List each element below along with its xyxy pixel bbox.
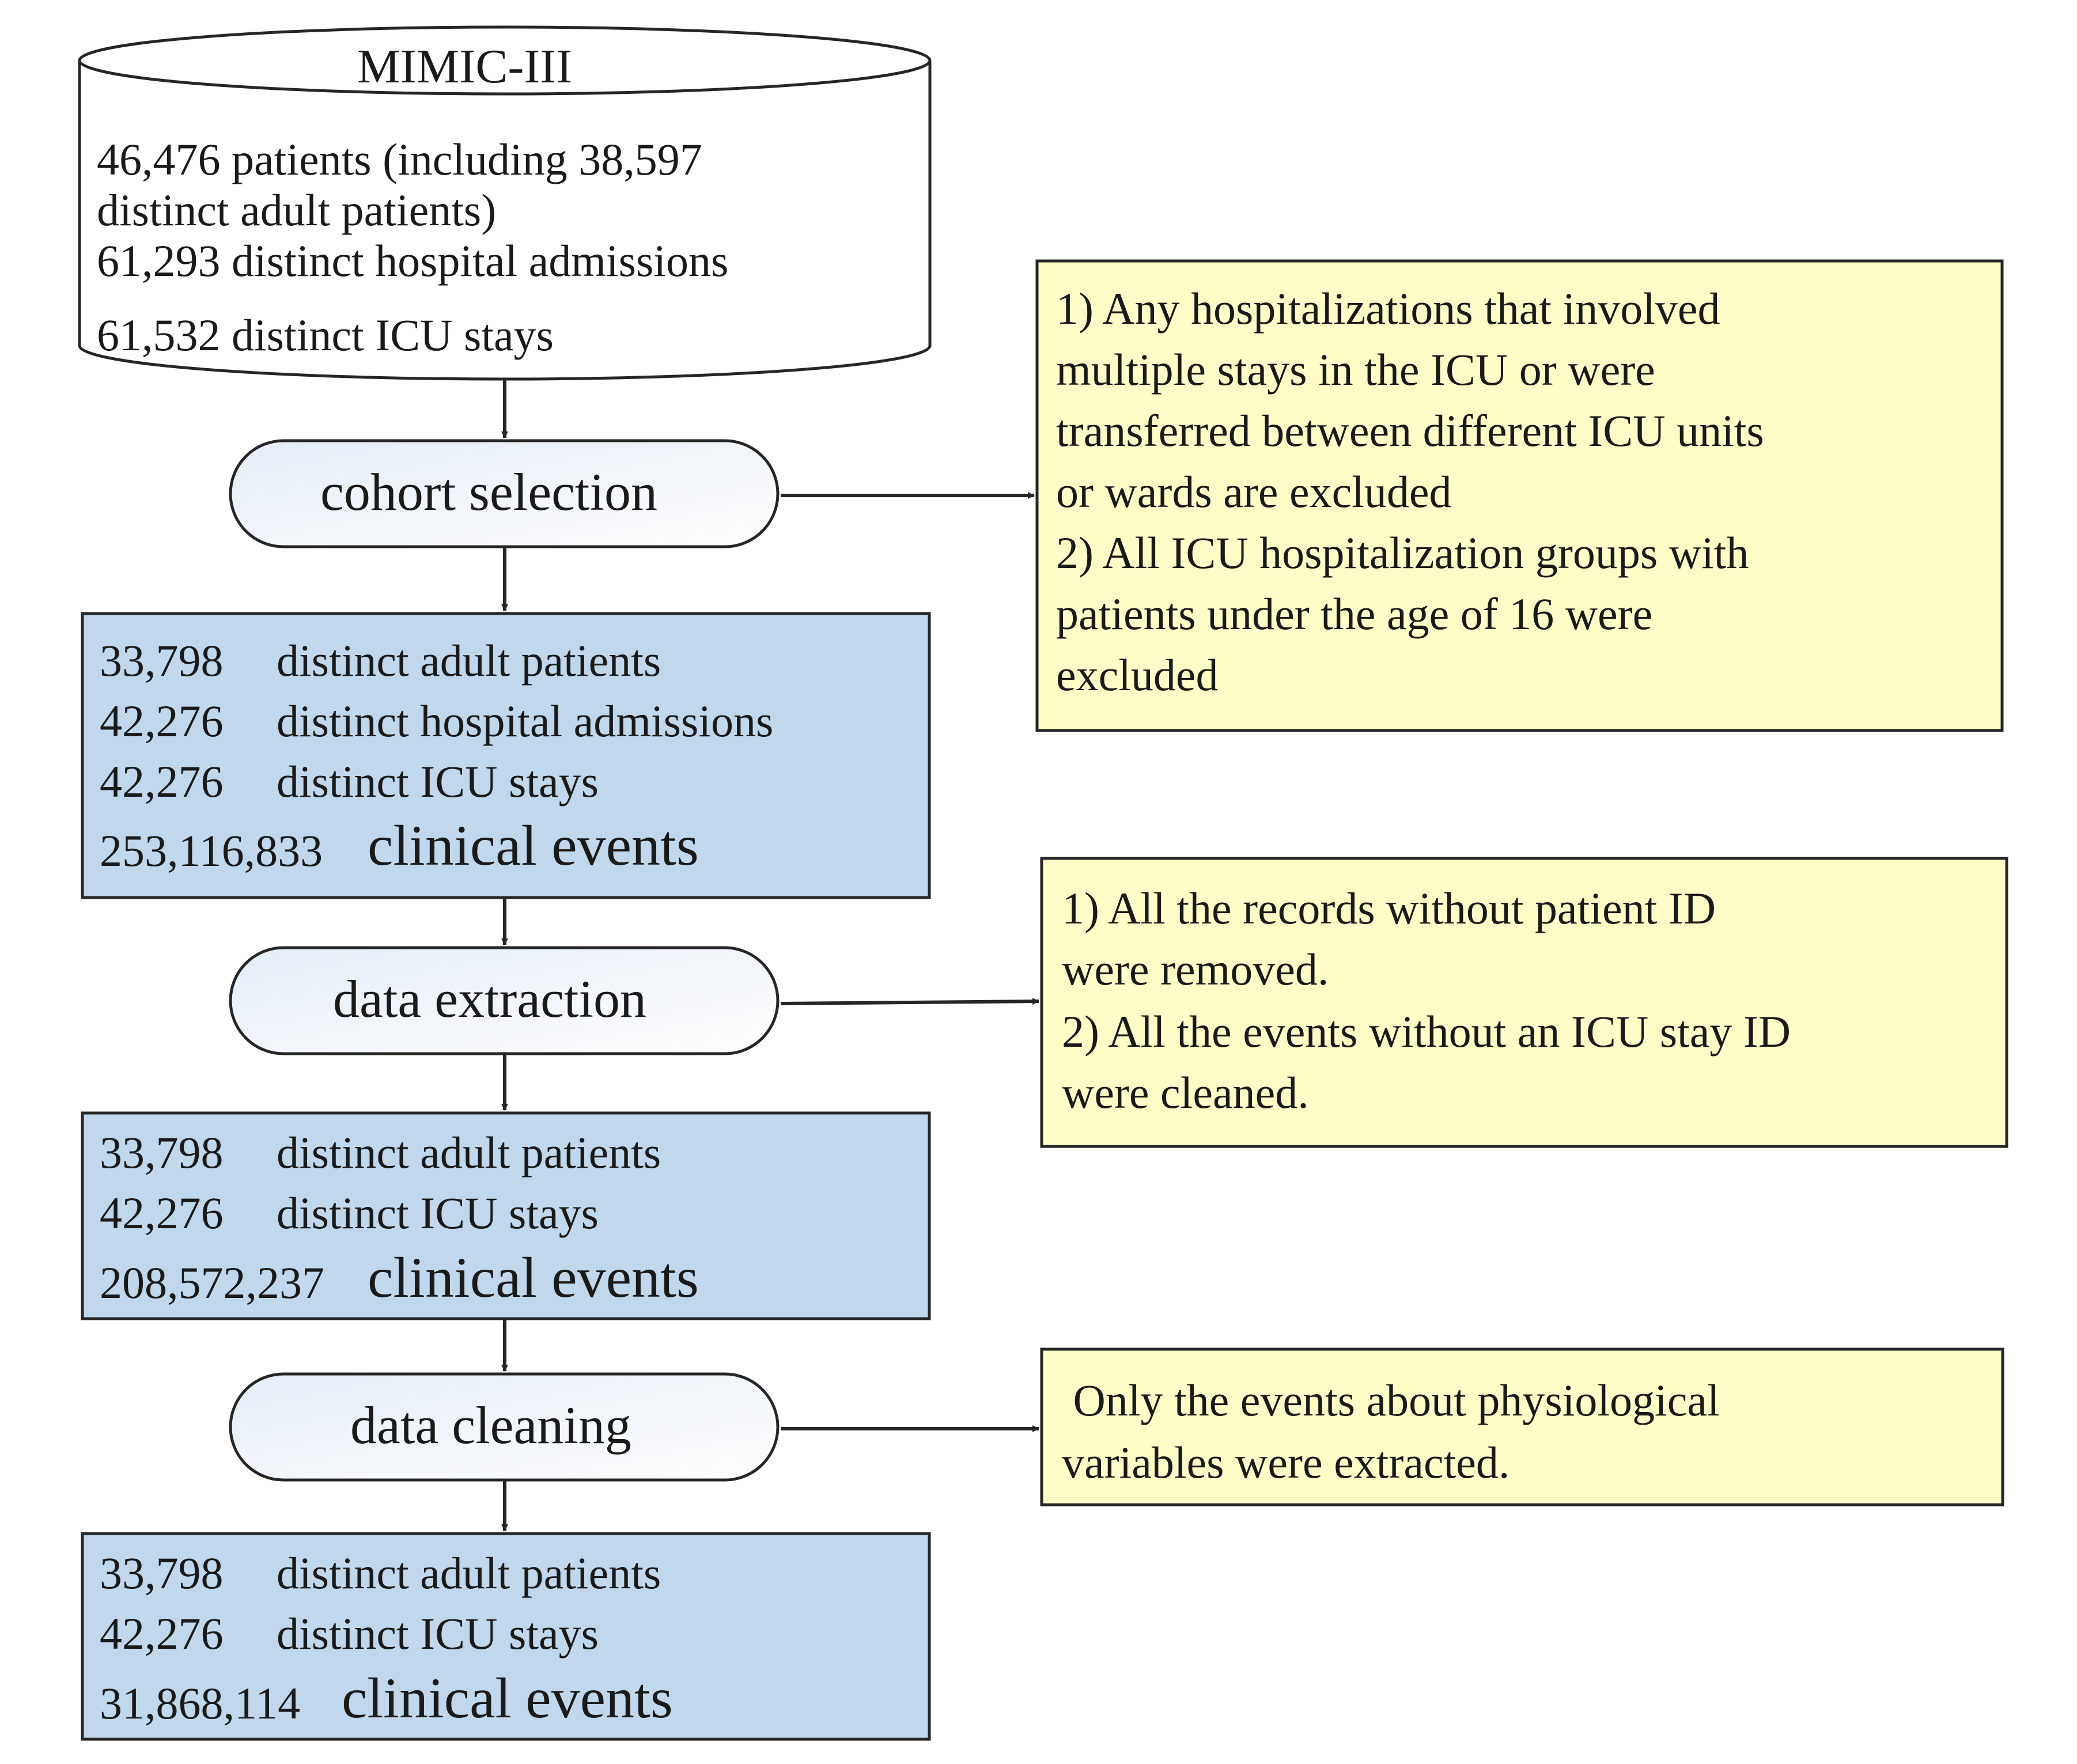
events-count: 208,572,237	[100, 1258, 324, 1308]
criteria-line: multiple stays in the ICU or were	[1056, 345, 1655, 395]
criteria-line: transferred between different ICU units	[1056, 406, 1764, 456]
result-desc: distinct adult patients	[277, 635, 661, 686]
criteria-box-2	[1040, 857, 2008, 1148]
criteria-line: or wards are excluded	[1056, 467, 1452, 517]
result-box-3	[81, 1532, 931, 1741]
events-label: clinical events	[368, 1246, 699, 1309]
criteria-line: variables were extracted.	[1062, 1437, 1510, 1487]
criteria-line: 1) Any hospitalizations that involved	[1056, 283, 1720, 334]
database-line: 61,532 distinct ICU stays	[97, 310, 554, 360]
database-title: MIMIC-III	[357, 40, 573, 93]
criteria-box-3	[1040, 1347, 2004, 1506]
result-desc: distinct ICU stays	[277, 1608, 599, 1659]
criteria-line: 1) All the records without patient ID	[1062, 883, 1716, 933]
result-desc: distinct adult patients	[277, 1127, 661, 1178]
result-count: 33,798	[100, 1127, 224, 1178]
events-label: clinical events	[342, 1666, 673, 1730]
criteria-line: Only the events about physiological	[1062, 1375, 1720, 1425]
step-label-data-extraction: data extraction	[333, 970, 647, 1028]
database-line: 61,293 distinct hospital admissions	[97, 236, 729, 286]
result-desc: distinct adult patients	[277, 1548, 661, 1598]
criteria-line: 2) All the events without an ICU stay ID	[1062, 1006, 1791, 1057]
result-desc: distinct ICU stays	[277, 756, 599, 807]
result-count: 33,798	[100, 1548, 224, 1598]
database-cylinder	[78, 25, 932, 381]
events-count: 31,868,114	[100, 1678, 301, 1728]
result-desc: distinct ICU stays	[277, 1188, 599, 1238]
step-label-cohort-selection: cohort selection	[320, 463, 658, 521]
database-line: distinct adult patients)	[97, 185, 497, 235]
result-desc: distinct hospital admissions	[277, 696, 774, 746]
step-label-data-cleaning: data cleaning	[350, 1396, 631, 1455]
events-count: 253,116,833	[100, 826, 323, 876]
result-count: 42,276	[100, 696, 224, 746]
result-box-2	[81, 1111, 931, 1320]
events-label: clinical events	[368, 813, 699, 877]
arrow-extraction-to-criteria	[780, 998, 1039, 1005]
result-count: 42,276	[100, 1608, 224, 1659]
criteria-line: were cleaned.	[1062, 1068, 1309, 1118]
database-line: 46,476 patients (including 38,597	[97, 134, 702, 184]
criteria-line: patients under the age of 16 were	[1056, 589, 1653, 639]
result-count: 33,798	[100, 635, 224, 686]
result-count: 42,276	[100, 1188, 224, 1238]
result-count: 42,276	[100, 756, 224, 807]
criteria-box-1	[1035, 259, 2004, 732]
result-box-1	[81, 612, 931, 899]
criteria-line: 2) All ICU hospitalization groups with	[1056, 528, 1749, 578]
criteria-line: were removed.	[1062, 944, 1329, 994]
criteria-line: excluded	[1056, 650, 1219, 700]
